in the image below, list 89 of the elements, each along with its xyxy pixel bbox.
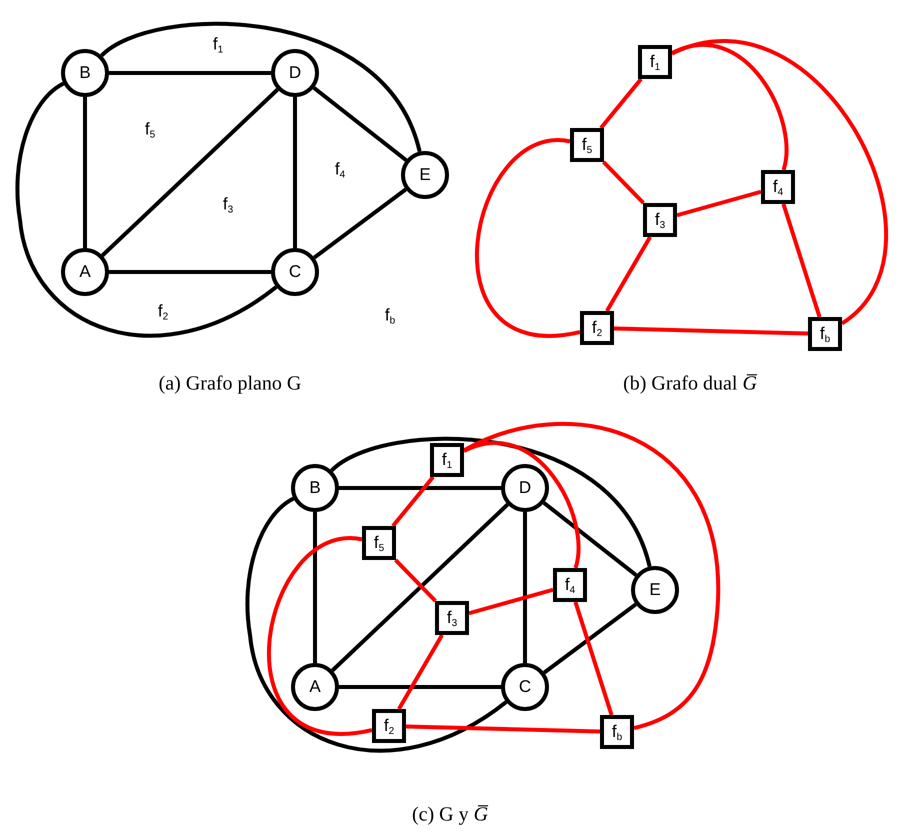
vertex-label: E: [419, 165, 431, 185]
dual-edge: [463, 441, 580, 568]
vertex-circle: [501, 464, 549, 512]
face-vertex-square: [362, 526, 396, 560]
graph-edge: [109, 71, 271, 75]
graph-edge: [313, 512, 317, 663]
vertex-label: f$_{b}$: [612, 722, 622, 742]
face-vertex-square: [808, 317, 842, 351]
vertex-label: f$_{1}$: [650, 52, 660, 72]
graph-edge: [293, 97, 297, 248]
vertex-circle: [291, 464, 339, 512]
graph-edge: [313, 188, 407, 260]
vertex-circle: [401, 151, 449, 199]
dual-edge: [476, 139, 580, 338]
graph-edge: [15, 82, 278, 338]
vertex-label: f$_{5}$: [374, 532, 384, 554]
dual-edge: [406, 724, 600, 734]
face-label: f$_{b}$: [384, 306, 396, 326]
vertex-label: f$_{3}$: [446, 608, 458, 628]
graph-edge: [339, 486, 501, 490]
vertex-label: f$_{5}$: [582, 134, 592, 156]
face-vertex-square: [600, 715, 634, 749]
vertex-label: D: [288, 63, 302, 83]
vertex-label: C: [518, 677, 532, 697]
vertex-label: f$_{1}$: [442, 450, 452, 470]
vertex-circle: [501, 663, 549, 711]
vertex-label: f$_{b}$: [820, 324, 830, 344]
face-vertex-square: [435, 601, 469, 635]
graph-edge: [523, 512, 527, 663]
face-vertex-square: [553, 568, 587, 602]
vertex-circle: [61, 49, 109, 97]
face-vertex-square: [643, 203, 677, 237]
dual-edge: [468, 588, 554, 616]
graph-edge: [100, 22, 422, 152]
graph-edge: [101, 88, 279, 257]
vertex-label: D: [518, 478, 532, 498]
dual-edge: [614, 326, 808, 336]
face-vertex-square: [638, 45, 672, 79]
dual-edge: [574, 601, 614, 716]
dual-edge: [463, 422, 720, 730]
face-vertex-square: [430, 443, 464, 477]
face-vertex-square: [761, 170, 795, 204]
face-vertex-square: [570, 128, 604, 162]
vertex-circle: [271, 248, 319, 296]
face-label: f$_{5}$: [144, 120, 156, 140]
vertex-label: B: [309, 478, 321, 498]
vertex-label: f$_{2}$: [592, 318, 602, 338]
graph-edge: [312, 86, 408, 162]
vertex-label: A: [309, 677, 321, 697]
graph-edge: [245, 496, 508, 752]
caption: (b) Grafo dual G̅: [623, 372, 757, 396]
vertex-label: A: [79, 262, 91, 282]
face-label: f$_{1}$: [212, 34, 224, 56]
vertex-label: C: [288, 262, 302, 282]
dual-edge: [671, 43, 788, 170]
dual-edge: [676, 190, 762, 218]
face-vertex-square: [372, 709, 406, 743]
dual-edge: [671, 40, 888, 325]
vertex-circle: [271, 49, 319, 97]
vertex-label: E: [649, 580, 661, 600]
dual-edge: [391, 476, 435, 528]
dual-edge: [268, 537, 372, 736]
dual-edge: [599, 78, 643, 130]
graph-edge: [109, 270, 271, 274]
face-label: f$_{3}$: [222, 194, 234, 216]
vertex-circle: [631, 566, 679, 614]
graph-edge: [543, 602, 637, 674]
vertex-label: f$_{4}$: [564, 574, 576, 596]
dual-edge: [394, 558, 437, 602]
caption: (c) G y G̅: [412, 804, 488, 826]
vertex-label: f$_{4}$: [772, 176, 784, 198]
face-label: f$_{4}$: [334, 160, 346, 180]
graph-edge: [83, 97, 87, 248]
face-vertex-square: [580, 311, 614, 345]
graph-edge: [330, 437, 652, 568]
dual-edge: [397, 634, 444, 710]
vertex-circle: [61, 248, 109, 296]
vertex-label: f$_{3}$: [654, 210, 666, 230]
caption: (a) Grafo plano G: [158, 372, 302, 396]
dual-edge: [782, 203, 822, 318]
face-label: f$_{2}$: [158, 302, 168, 322]
graph-edge: [339, 685, 501, 689]
dual-edge: [605, 236, 652, 312]
graph-edge: [542, 501, 638, 577]
graph-edge: [331, 503, 509, 672]
vertex-circle: [291, 663, 339, 711]
vertex-label: B: [79, 63, 91, 83]
dual-edge: [602, 160, 645, 204]
vertex-label: f$_{2}$: [384, 716, 394, 736]
